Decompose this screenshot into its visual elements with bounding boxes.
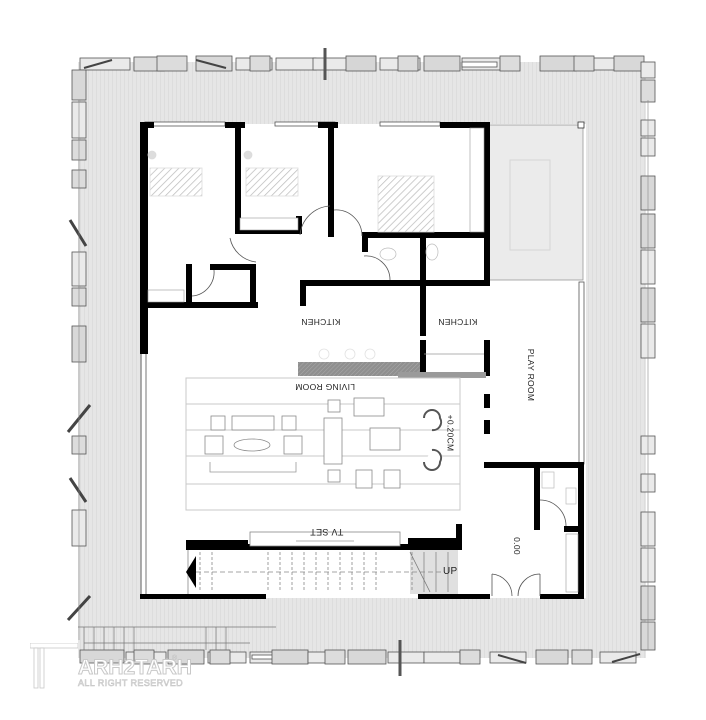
living-room-area — [185, 377, 461, 511]
room-label-play-room: PLAY ROOM — [526, 348, 537, 402]
bathroom-fixtures — [379, 243, 577, 505]
perimeter-railing-right — [640, 61, 656, 651]
watermark: ARH2TARH ® ALL RIGHT RESERVED — [29, 642, 193, 693]
perimeter-railing-bottom — [79, 640, 641, 676]
lounge-furniture — [204, 397, 443, 489]
tv-set-label: TV SET — [310, 527, 344, 537]
registered-mark: ® — [172, 655, 178, 662]
tv-set-cabinet — [249, 531, 401, 547]
perimeter-railing-left — [66, 69, 92, 640]
level-label-living: +0.20CM — [445, 414, 456, 452]
level-label-entry: 0.00 — [511, 537, 522, 555]
wardrobes — [147, 127, 579, 593]
watermark-brand: ARH2TARH — [78, 656, 193, 680]
room-label-kitchen-2: KITCHEN — [438, 317, 478, 327]
stair-up-label: UP — [443, 566, 458, 577]
bedroom-furniture — [147, 150, 435, 233]
outdoor-steps — [78, 626, 276, 650]
room-label-living-room: LIVING ROOM — [295, 382, 355, 392]
covered-terrace — [488, 121, 585, 281]
room-label-kitchen-1: KITCHEN — [301, 317, 341, 327]
walls — [140, 122, 584, 599]
doors — [191, 205, 567, 597]
watermark-logo-icon — [29, 642, 79, 689]
watermark-rights: ALL RIGHT RESERVED — [78, 678, 184, 689]
perimeter-railing-top — [79, 48, 645, 80]
kitchen-counter — [298, 348, 486, 378]
staircase — [186, 550, 458, 594]
